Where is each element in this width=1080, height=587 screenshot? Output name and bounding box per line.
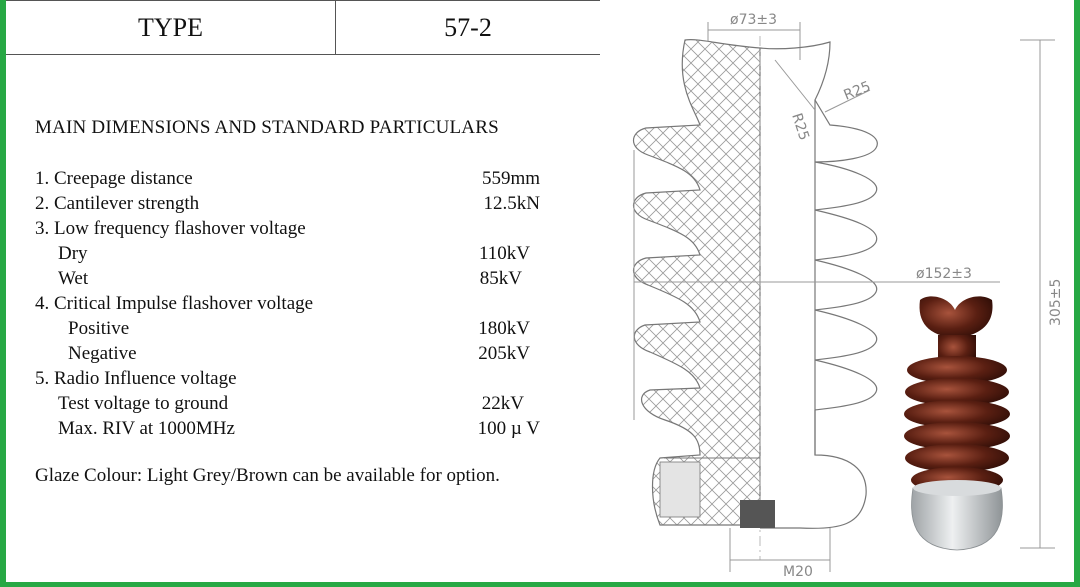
- type-value: 57-2: [444, 13, 492, 42]
- thread-label: M20: [783, 564, 813, 580]
- spec-label: 1. Creepage distance: [35, 168, 193, 189]
- spec-value: 180kV: [478, 318, 530, 339]
- height-dimension: 305±5: [1020, 39, 1064, 549]
- spec-value: 85kV: [479, 268, 522, 289]
- radius-inner-label: R25: [788, 111, 812, 142]
- insulator-technical-drawing: ø73±3 R25 R25 ø152±3 305±5: [632, 12, 1064, 580]
- shed-diameter-dimension: ø152±3: [633, 150, 1000, 420]
- spec-label: Negative: [68, 343, 137, 364]
- spec-value: 100 µ V: [477, 418, 540, 439]
- spec-label: Wet: [58, 268, 89, 289]
- spec-label: 3. Low frequency flashover voltage: [35, 218, 306, 239]
- spec-value: 559mm: [481, 168, 540, 189]
- spec-label: Dry: [58, 243, 88, 264]
- type-label: TYPE: [6, 1, 336, 54]
- type-header-row: TYPE 57-2: [6, 0, 600, 55]
- glaze-note: Glaze Colour: Light Grey/Brown can be av…: [35, 465, 500, 486]
- radius-outer-label: R25: [842, 79, 874, 104]
- spec-label: Positive: [68, 318, 130, 339]
- spec-value: 12.5kN: [483, 193, 540, 214]
- spec-label: 2. Cantilever strength: [35, 193, 200, 214]
- top-diameter-dimension: ø73±3: [707, 12, 801, 60]
- spec-value: 110kV: [478, 243, 530, 264]
- height-label: 305±5: [1048, 279, 1064, 326]
- spec-value: 22kV: [481, 393, 524, 414]
- spec-label: 4. Critical Impulse flashover voltage: [35, 293, 314, 314]
- shed-diameter-label: ø152±3: [916, 266, 972, 282]
- thread-dimension: M20: [729, 528, 831, 580]
- spec-value: 205kV: [478, 343, 530, 364]
- insulator-photo: [904, 296, 1010, 551]
- spec-label: Max. RIV at 1000MHz: [58, 418, 235, 439]
- spec-label: 5. Radio Influence voltage: [35, 368, 237, 389]
- insulator-section: [632, 36, 878, 560]
- spec-label: Test voltage to ground: [58, 393, 229, 414]
- top-diameter-label: ø73±3: [730, 12, 777, 28]
- section-title: MAIN DIMENSIONS AND STANDARD PARTICULARS: [35, 117, 499, 138]
